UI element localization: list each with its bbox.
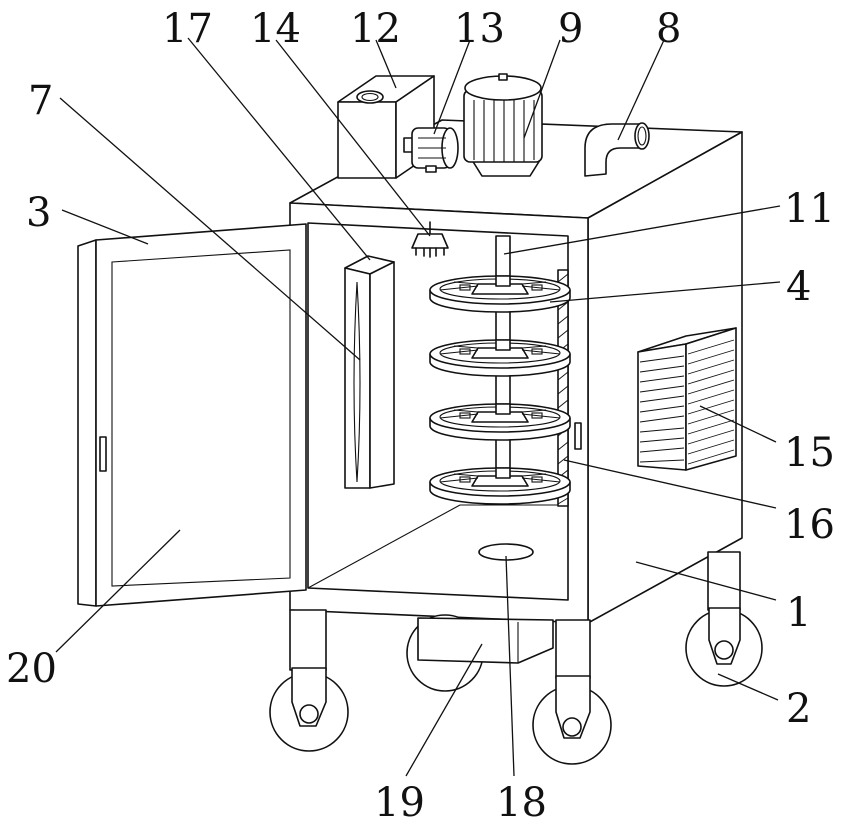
label-12: 12 <box>350 6 401 52</box>
label-19: 19 <box>374 780 425 826</box>
label-13: 13 <box>454 6 505 52</box>
label-9: 9 <box>558 6 583 52</box>
door-handle <box>100 437 106 471</box>
pump <box>404 128 458 172</box>
label-2: 2 <box>786 686 811 732</box>
label-14: 14 <box>250 6 301 52</box>
side-cooling-block <box>638 328 736 470</box>
label-16: 16 <box>784 502 835 548</box>
label-15: 15 <box>784 430 835 476</box>
uv-lamp <box>345 256 394 488</box>
label-7: 7 <box>28 78 53 124</box>
drive-motor <box>464 74 542 176</box>
label-11: 11 <box>784 186 835 232</box>
label-8: 8 <box>656 6 681 52</box>
door-latch <box>575 423 581 449</box>
label-20: 20 <box>6 646 57 692</box>
label-4: 4 <box>786 264 811 310</box>
label-18: 18 <box>496 780 547 826</box>
label-1: 1 <box>786 590 811 636</box>
cabinet-door <box>78 224 306 606</box>
label-3: 3 <box>26 190 51 236</box>
collection-drawer <box>418 618 553 663</box>
label-17: 17 <box>162 6 213 52</box>
